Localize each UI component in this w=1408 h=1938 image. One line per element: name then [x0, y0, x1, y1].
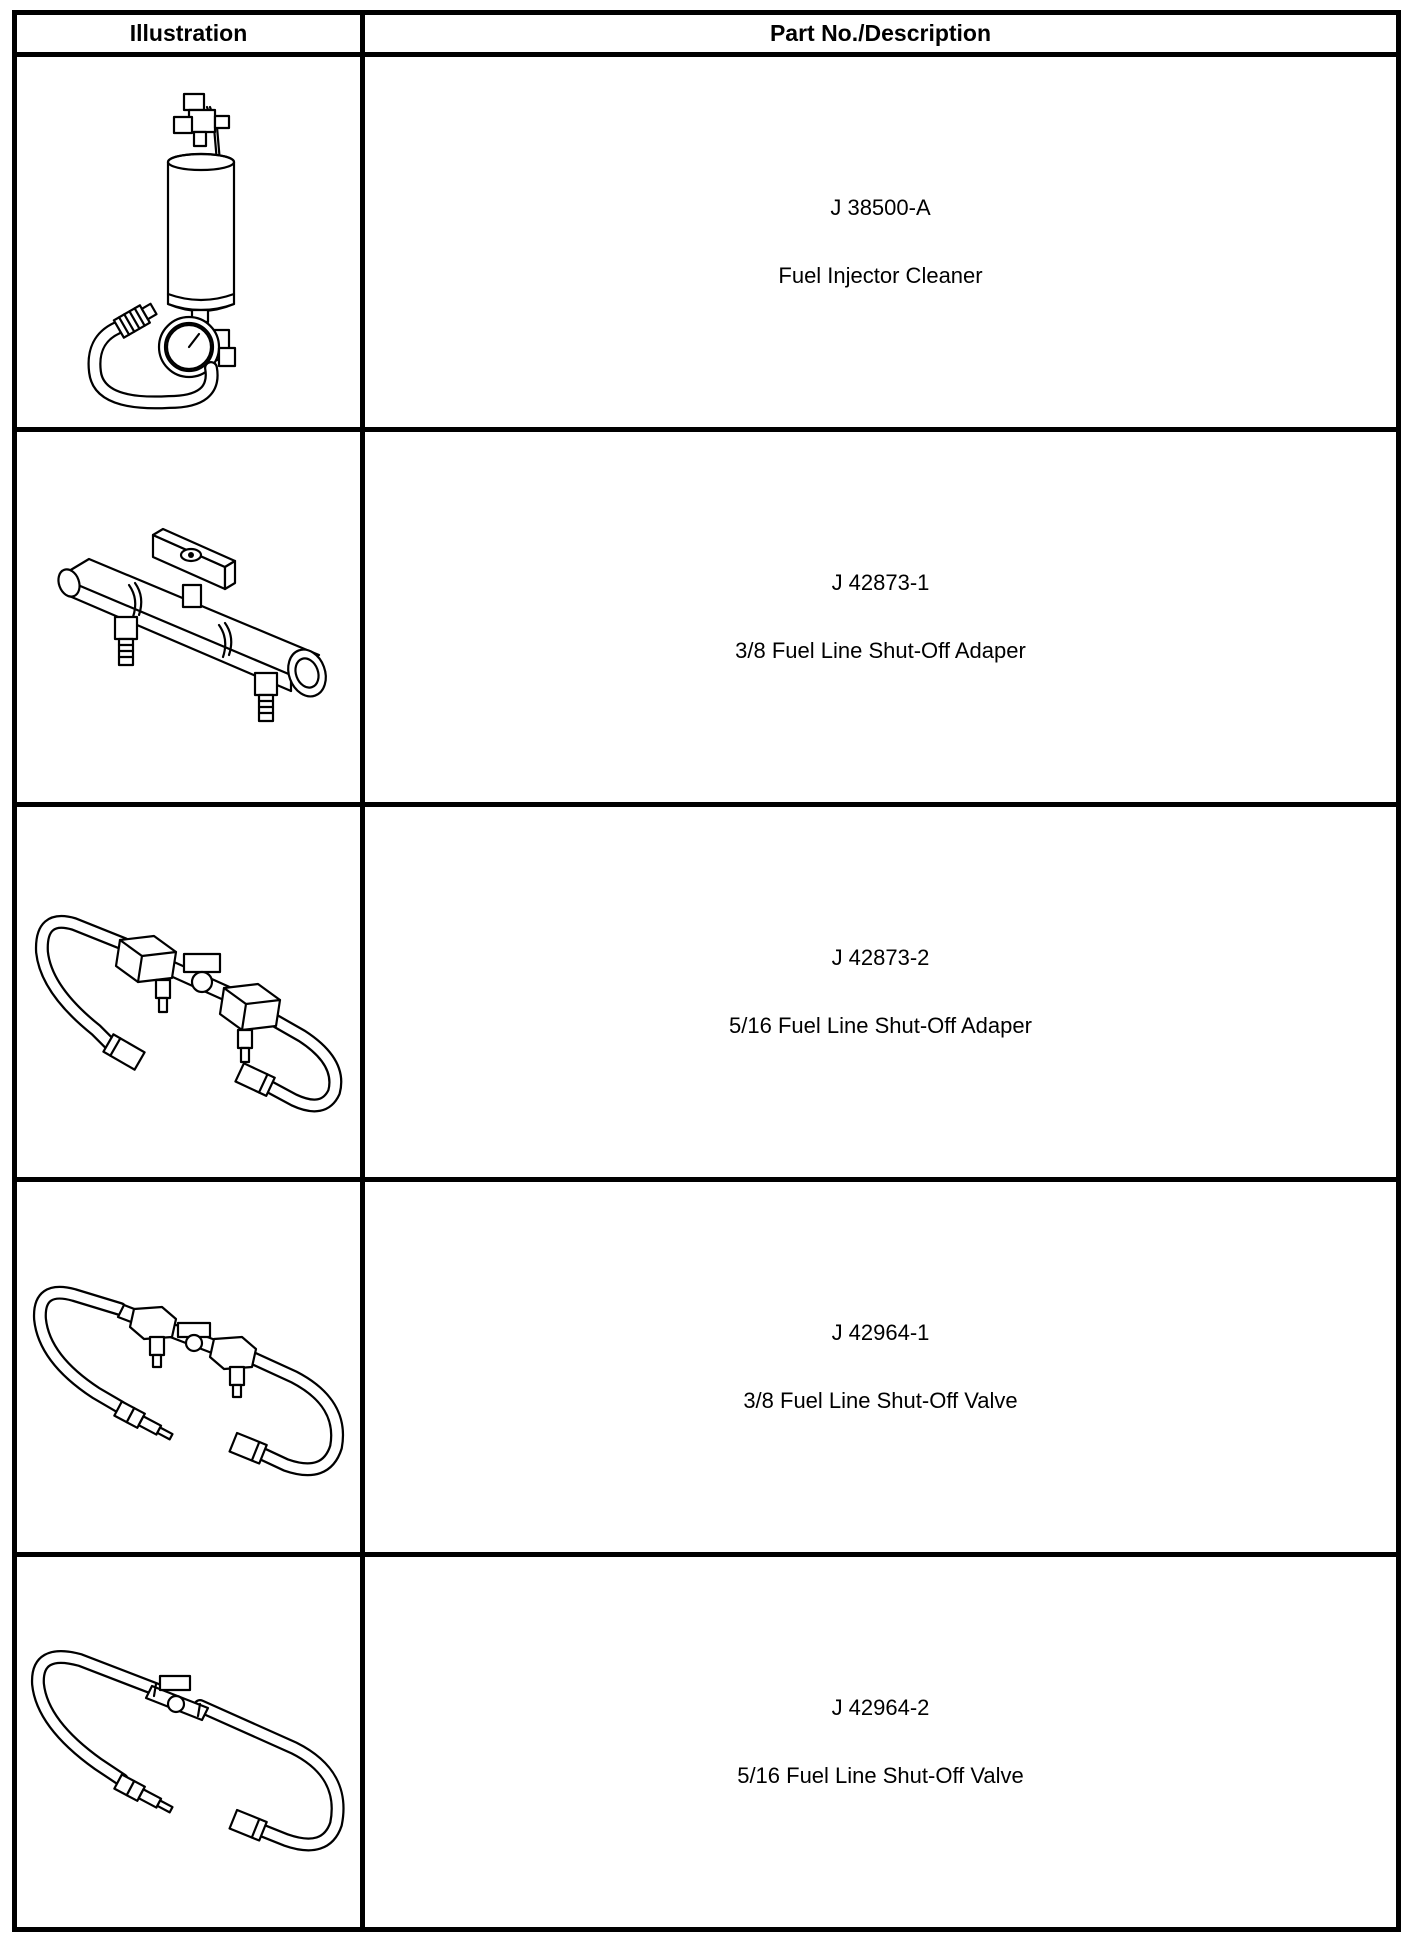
part-description-cell: J 42964-1 3/8 Fuel Line Shut-Off Valve — [360, 1177, 1401, 1557]
illustration-cell — [12, 52, 365, 432]
header-row: Illustration Part No./Description — [12, 10, 1401, 57]
table-row: J 42964-1 3/8 Fuel Line Shut-Off Valve — [12, 1177, 1401, 1557]
illustration-cell — [12, 1177, 365, 1557]
table-row: J 42873-1 3/8 Fuel Line Shut-Off Adaper — [12, 427, 1401, 807]
part-description-cell: J 42964-2 5/16 Fuel Line Shut-Off Valve — [360, 1552, 1401, 1932]
part-number: J 42964-1 — [831, 1320, 930, 1345]
part-number: J 42873-1 — [831, 570, 930, 595]
part-description: Fuel Injector Cleaner — [778, 263, 983, 288]
shut-off-adapter-illustration — [56, 527, 327, 723]
part-number: J 42964-2 — [831, 1695, 930, 1720]
part-description: 5/16 Fuel Line Shut-Off Adaper — [729, 1013, 1032, 1038]
fuel-injector-cleaner-illustration — [86, 92, 236, 410]
part-number: J 38500-A — [830, 195, 931, 220]
part-description-cell: J 38500-A Fuel Injector Cleaner — [360, 52, 1401, 432]
illustration-column-header: Illustration — [12, 10, 365, 57]
part-description-cell: J 42873-1 3/8 Fuel Line Shut-Off Adaper — [360, 427, 1401, 807]
part-description: 3/8 Fuel Line Shut-Off Valve — [743, 1388, 1018, 1413]
illustration-cell — [12, 802, 365, 1182]
table-row: J 38500-A Fuel Injector Cleaner — [12, 52, 1401, 432]
part-description-cell: J 42873-2 5/16 Fuel Line Shut-Off Adaper — [360, 802, 1401, 1182]
table-row: J 42873-2 5/16 Fuel Line Shut-Off Adaper — [12, 802, 1401, 1182]
shut-off-valve-long-hose-illustration — [30, 1650, 345, 1852]
illustration-cell — [12, 1552, 365, 1932]
part-description: 5/16 Fuel Line Shut-Off Valve — [737, 1763, 1024, 1788]
shut-off-valve-hose-illustration — [32, 1285, 344, 1477]
special-tools-table: Illustration Part No./Description — [12, 10, 1401, 1932]
shut-off-adapter-hose-illustration — [34, 915, 342, 1113]
illustration-cell — [12, 427, 365, 807]
part-description: 3/8 Fuel Line Shut-Off Adaper — [735, 638, 1026, 663]
table-row: J 42964-2 5/16 Fuel Line Shut-Off Valve — [12, 1552, 1401, 1932]
description-column-header: Part No./Description — [360, 10, 1401, 57]
part-number: J 42873-2 — [831, 945, 930, 970]
